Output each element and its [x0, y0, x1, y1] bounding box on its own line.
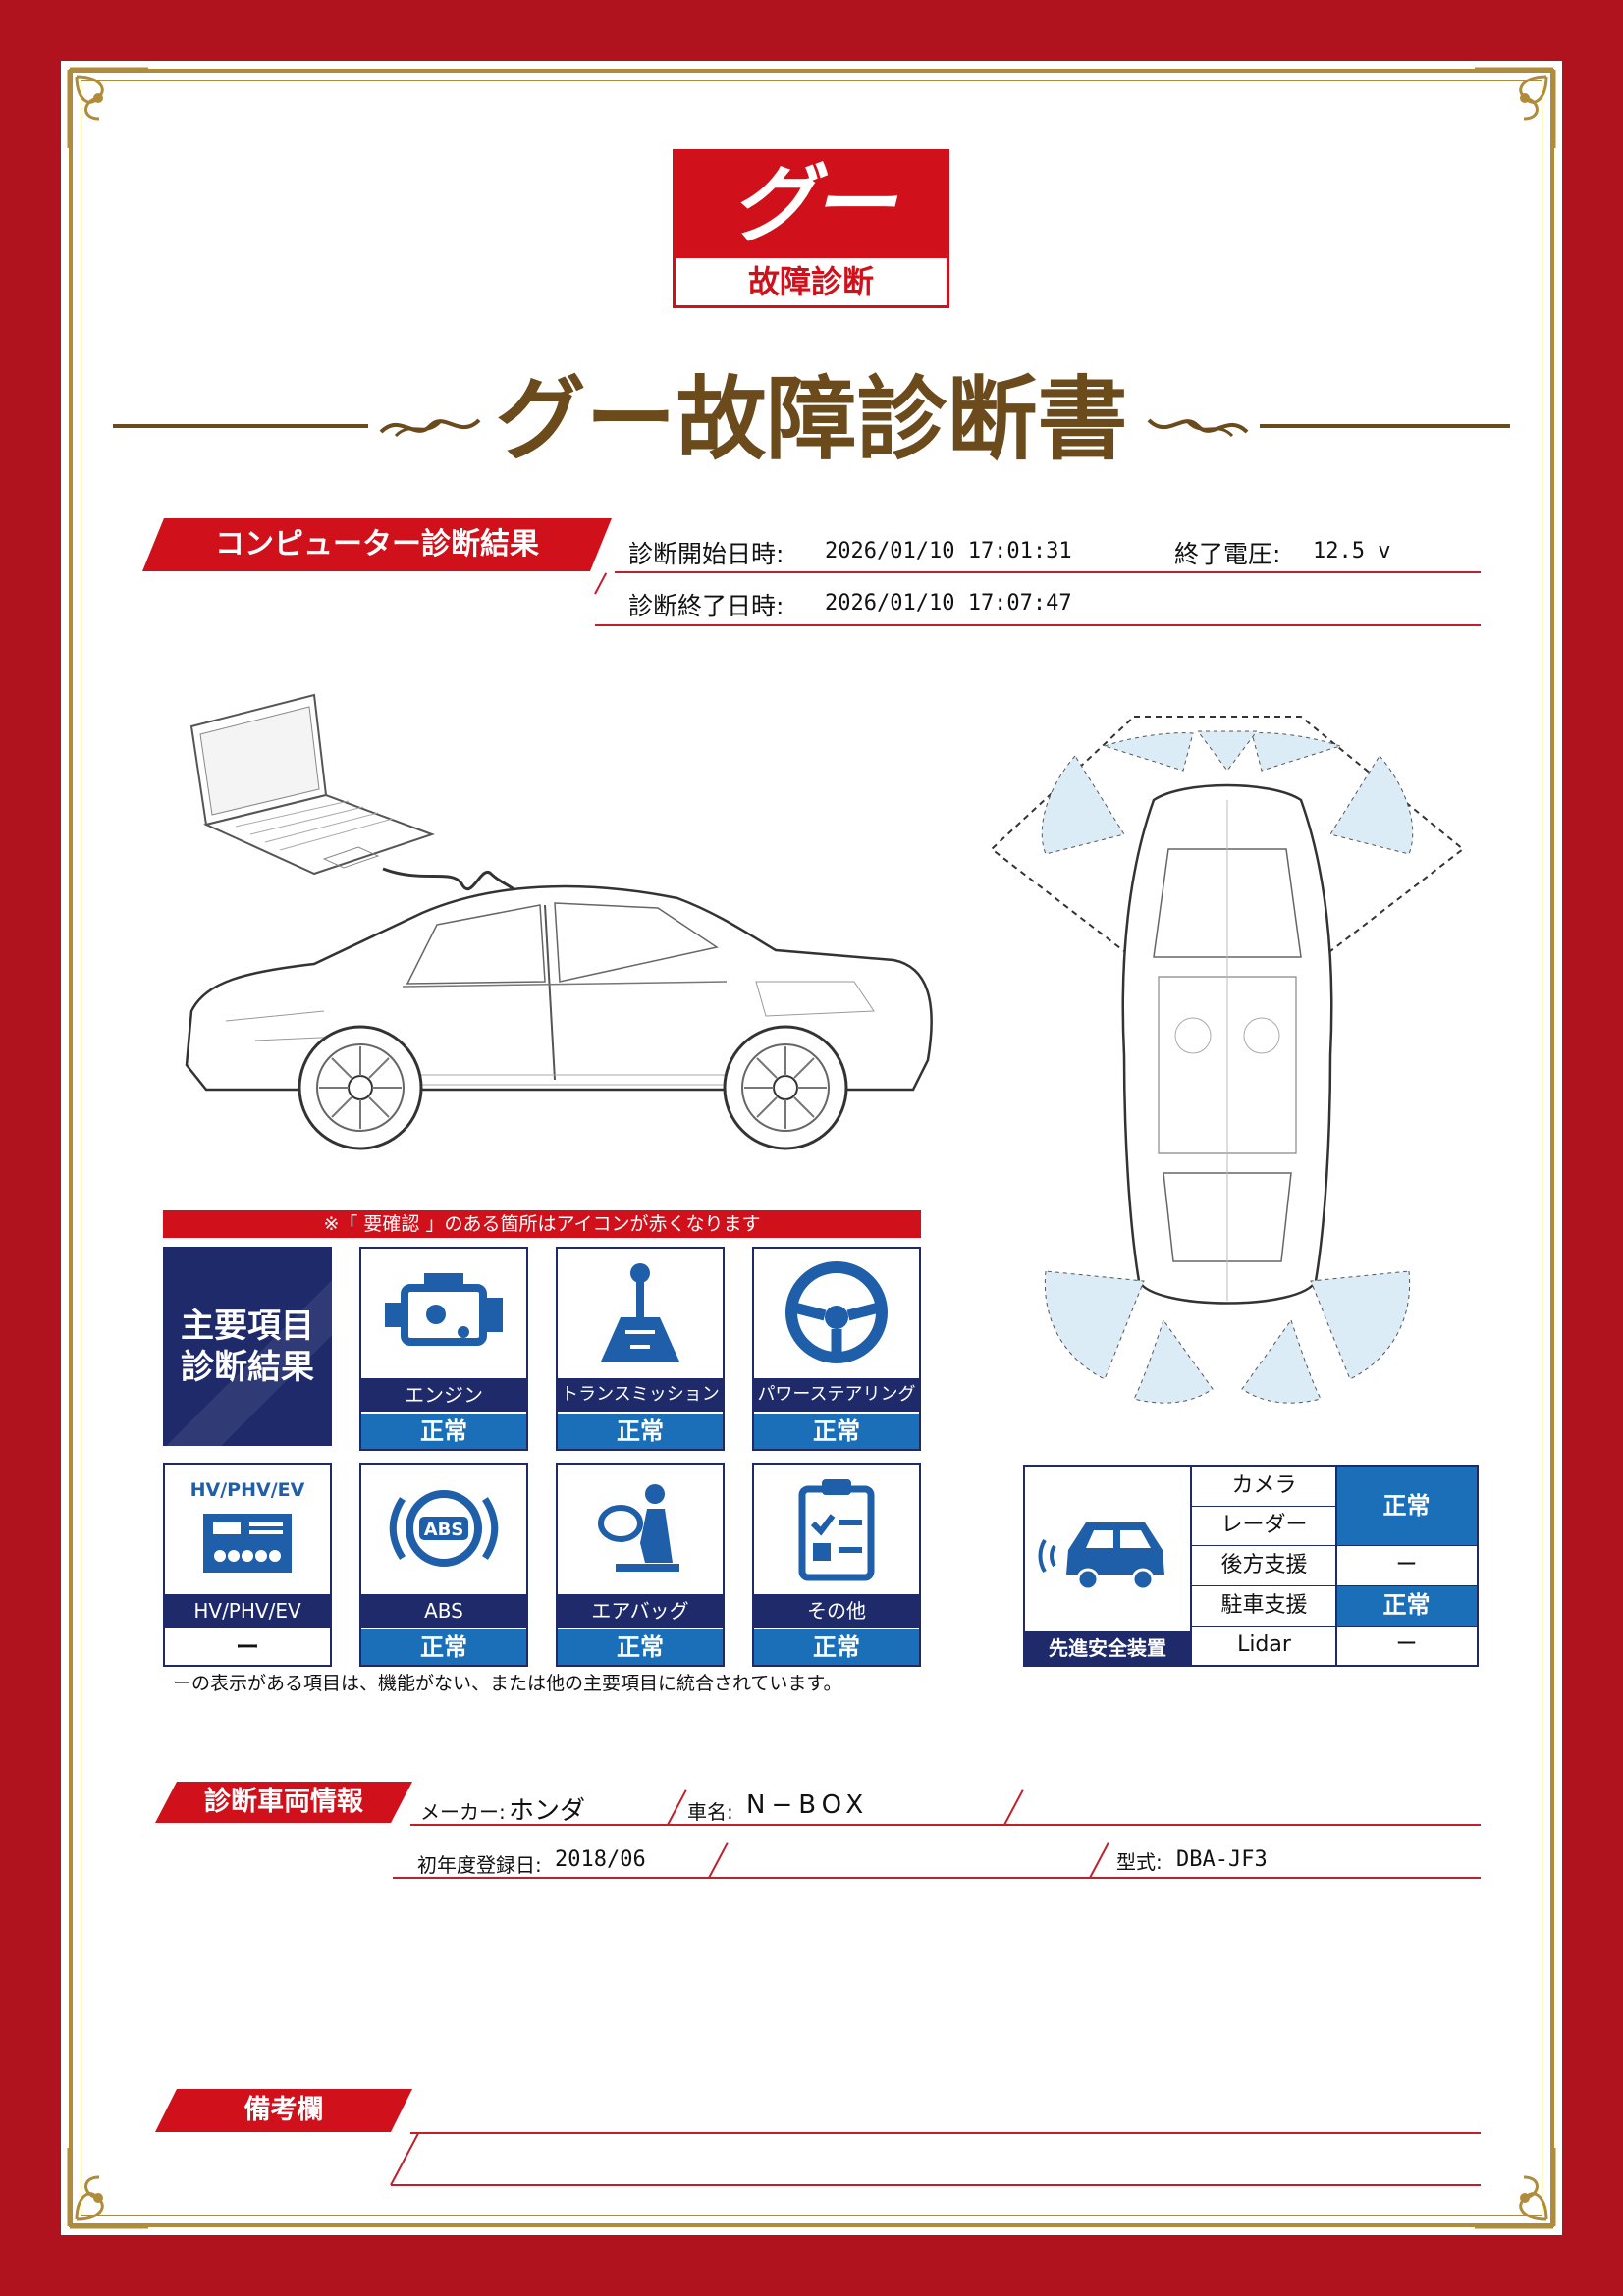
- adas-row-label: 駐車支援: [1220, 1593, 1308, 1618]
- main-items-header-line1: 主要項目: [181, 1306, 314, 1346]
- rule-line: [410, 1824, 1481, 1826]
- status-badge: 正常: [361, 1629, 526, 1665]
- tile-label: エンジン: [361, 1378, 526, 1412]
- diagnostic-car-side-illustration: [185, 693, 933, 1150]
- adas-row-label: 後方支援: [1220, 1553, 1308, 1577]
- vehicle-info-banner: 診断車両情報: [155, 1782, 412, 1823]
- title-flourish-left-icon: [379, 418, 481, 438]
- start-time-value: 2026/01/10 17:01:31: [825, 539, 1072, 563]
- rule-line: [615, 571, 1481, 573]
- status-badge: 正常: [1336, 1585, 1477, 1626]
- adas-row-divider: [1192, 1545, 1477, 1546]
- adas-row-label: Lidar: [1237, 1632, 1291, 1657]
- sensor-coverage-car-top-illustration: [990, 716, 1465, 1404]
- tile-label: トランスミッション: [558, 1378, 723, 1412]
- airbag-icon: [558, 1465, 723, 1592]
- main-items-header-text: 主要項目 診断結果: [181, 1306, 314, 1388]
- rule-line: [393, 1877, 1481, 1879]
- status-badge: 正常: [754, 1629, 919, 1665]
- corner-ornament-icon: [1475, 2148, 1556, 2229]
- status-badge: 正常: [558, 1629, 723, 1665]
- remarks-line: [410, 2132, 1481, 2134]
- status-badge: 正常: [754, 1414, 919, 1449]
- icon-color-notice: ※「 要確認 」のある箇所はアイコンが赤くなります: [163, 1210, 921, 1238]
- voltage-label: 終了電圧:: [1174, 540, 1281, 568]
- title-rule-right: [1260, 424, 1510, 428]
- diag-tile-airbag: エアバッグ 正常: [556, 1463, 725, 1667]
- adas-table: 先進安全装置 カメラ レーダー 後方支援 駐車支援 Lidar 正常 ー 正常 …: [1023, 1465, 1479, 1667]
- voltage-value: 12.5 v: [1313, 539, 1391, 563]
- main-items-header-stripe: [163, 1247, 332, 1446]
- maker-value: ホンダ: [509, 1796, 586, 1826]
- status-badge: ー: [165, 1629, 330, 1665]
- diag-tile-hv: HV/PHV/EV HV/PHV/EV ー: [163, 1463, 332, 1667]
- diag-tile-abs: ABS ABS 正常: [359, 1463, 528, 1667]
- corner-ornament-icon: [1475, 67, 1556, 148]
- tile-label: その他: [754, 1594, 919, 1628]
- diag-tile-power-steering: パワーステアリング 正常: [752, 1247, 921, 1451]
- corner-ornament-icon: [67, 2148, 148, 2229]
- status-badge: ー: [1395, 1553, 1418, 1577]
- end-time-value: 2026/01/10 17:07:47: [825, 591, 1072, 615]
- document-title: グー故障診断書: [495, 366, 1128, 472]
- hv-battery-icon: HV/PHV/EV: [165, 1465, 330, 1592]
- goo-logo: グー 故障診断: [673, 149, 949, 308]
- adas-row-divider: [1192, 1585, 1477, 1586]
- remarks-banner: 備考欄: [155, 2089, 412, 2132]
- tile-label: HV/PHV/EV: [165, 1594, 330, 1628]
- adas-row-divider: [1192, 1506, 1336, 1507]
- engine-icon: [361, 1249, 526, 1376]
- adas-row-divider: [1192, 1626, 1477, 1627]
- status-badge: 正常: [361, 1414, 526, 1449]
- corner-ornament-icon: [67, 67, 148, 148]
- logo-subtitle: 故障診断: [747, 263, 874, 300]
- diag-tile-other: その他 正常: [752, 1463, 921, 1667]
- title-flourish-right-icon: [1147, 418, 1249, 438]
- checklist-icon: [754, 1465, 919, 1592]
- gold-border-inner: [81, 80, 1542, 2216]
- tile-label: ABS: [361, 1594, 526, 1628]
- status-badge: ー: [1395, 1632, 1418, 1657]
- transmission-icon: [558, 1249, 723, 1376]
- remarks-line: [391, 2184, 1481, 2186]
- adas-title: 先進安全装置: [1025, 1631, 1190, 1665]
- main-items-header: 主要項目 診断結果: [163, 1247, 332, 1446]
- diag-tile-transmission: トランスミッション 正常: [556, 1247, 725, 1451]
- adas-col-divider: [1335, 1467, 1337, 1665]
- hv-icon-caption: HV/PHV/EV: [189, 1479, 305, 1501]
- diag-tile-engine: エンジン 正常: [359, 1247, 528, 1451]
- tile-label: エアバッグ: [558, 1594, 723, 1628]
- car-name-value: N−BOX: [746, 1790, 870, 1820]
- car-icon: [1038, 1522, 1164, 1591]
- adas-icon-panel: 先進安全装置: [1025, 1467, 1192, 1665]
- steering-wheel-icon: [754, 1249, 919, 1376]
- title-rule-left: [113, 424, 368, 428]
- start-time-label: 診断開始日時:: [628, 540, 784, 568]
- end-time-label: 診断終了日時:: [628, 592, 784, 620]
- dash-footnote: ーの表示がある項目は、機能がない、または他の主要項目に統合されています。: [173, 1673, 842, 1694]
- main-items-header-line2: 診断結果: [181, 1347, 314, 1387]
- gold-border-outer: [69, 69, 1554, 2227]
- adas-row-label: カメラ: [1231, 1473, 1297, 1498]
- abs-icon-caption: ABS: [424, 1520, 464, 1540]
- status-badge: 正常: [558, 1414, 723, 1449]
- logo-mark: グー: [676, 152, 947, 258]
- computer-diagnosis-banner: コンピューター診断結果: [142, 518, 612, 571]
- maker-label: メーカー:: [420, 1800, 506, 1824]
- adas-row-label: レーダー: [1220, 1513, 1308, 1537]
- first-registration-label: 初年度登録日:: [417, 1853, 542, 1877]
- abs-icon: ABS: [361, 1465, 526, 1592]
- rule-line: [595, 624, 1481, 626]
- first-registration-value: 2018/06: [555, 1847, 646, 1872]
- tile-label: パワーステアリング: [754, 1378, 919, 1412]
- status-badge: 正常: [1336, 1467, 1477, 1545]
- car-name-label: 車名:: [687, 1800, 733, 1824]
- model-value: DBA-JF3: [1176, 1847, 1268, 1872]
- model-label: 型式:: [1116, 1850, 1163, 1874]
